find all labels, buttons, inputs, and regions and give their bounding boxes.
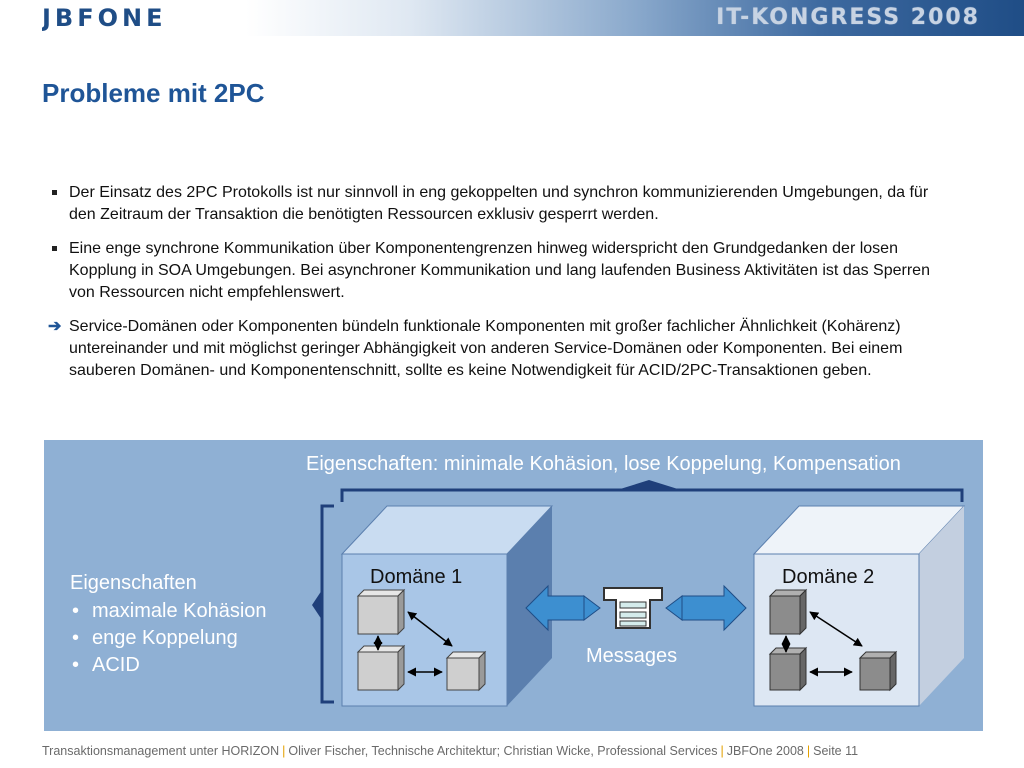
message-arrow-left bbox=[525, 584, 601, 632]
footer-page-number: Seite 11 bbox=[813, 744, 859, 758]
list-bullet: • bbox=[72, 654, 79, 676]
slide-title: Probleme mit 2PC bbox=[42, 78, 265, 108]
bullet-text: Eine enge synchrone Kommunikation über K… bbox=[69, 240, 930, 301]
square-bullet-icon bbox=[52, 190, 57, 195]
header-bar: JBFONE IT-KONGRESS 2008 bbox=[0, 0, 1024, 36]
footer-separator: | bbox=[282, 744, 286, 758]
footer-authors: Oliver Fischer, Technische Architektur; … bbox=[288, 744, 718, 758]
domain1-label: Domäne 1 bbox=[370, 566, 462, 588]
bullet-text: Der Einsatz des 2PC Protokolls ist nur s… bbox=[69, 184, 929, 223]
jbfone-logo: JBFONE bbox=[42, 5, 167, 31]
bullet-text: Service-Domänen oder Komponenten bündeln… bbox=[69, 318, 903, 379]
list-bullet: • bbox=[72, 627, 79, 649]
event-title: IT-KONGRESS 2008 bbox=[716, 5, 980, 30]
svg-text:JBFONE: JBFONE bbox=[42, 5, 167, 31]
footer-event: JBFOne 2008 bbox=[726, 744, 804, 758]
arrow-right-icon: ➔ bbox=[48, 318, 62, 335]
left-heading: Eigenschaften bbox=[70, 572, 197, 594]
left-item-acid: ACID bbox=[92, 654, 140, 676]
left-item-koppelung: enge Koppelung bbox=[92, 627, 238, 649]
left-bracket bbox=[312, 504, 334, 704]
messages-label: Messages bbox=[586, 645, 677, 667]
diagram-canvas: Eigenschaften: minimale Kohäsion, lose K… bbox=[70, 453, 966, 707]
top-bracket bbox=[340, 480, 964, 502]
bullet-item: Der Einsatz des 2PC Protokolls ist nur s… bbox=[48, 182, 948, 226]
bullet-item: ➔ Service-Domänen oder Komponenten bünde… bbox=[48, 316, 948, 382]
bullet-list: Der Einsatz des 2PC Protokolls ist nur s… bbox=[48, 182, 948, 394]
domain2-components bbox=[768, 588, 898, 692]
footer-separator: | bbox=[806, 744, 811, 758]
domain2-label: Domäne 2 bbox=[782, 566, 874, 588]
list-bullet: • bbox=[72, 600, 79, 622]
footer: Transaktionsmanagement unter HORIZON|Oli… bbox=[42, 744, 858, 758]
bullet-item: Eine enge synchrone Kommunikation über K… bbox=[48, 238, 948, 304]
left-item-kohaesion: maximale Kohäsion bbox=[92, 600, 267, 622]
top-label: Eigenschaften: minimale Kohäsion, lose K… bbox=[306, 453, 901, 475]
left-list: • maximale Kohäsion • enge Koppelung • A… bbox=[72, 600, 267, 676]
footer-separator: | bbox=[720, 744, 724, 758]
domain1-components bbox=[356, 588, 487, 692]
footer-topic: Transaktionsmanagement unter HORIZON bbox=[42, 744, 280, 758]
square-bullet-icon bbox=[52, 246, 57, 251]
architecture-diagram: Eigenschaften: minimale Kohäsion, lose K… bbox=[44, 440, 983, 731]
message-queue-icon bbox=[603, 587, 663, 629]
message-arrow-right bbox=[665, 584, 747, 632]
